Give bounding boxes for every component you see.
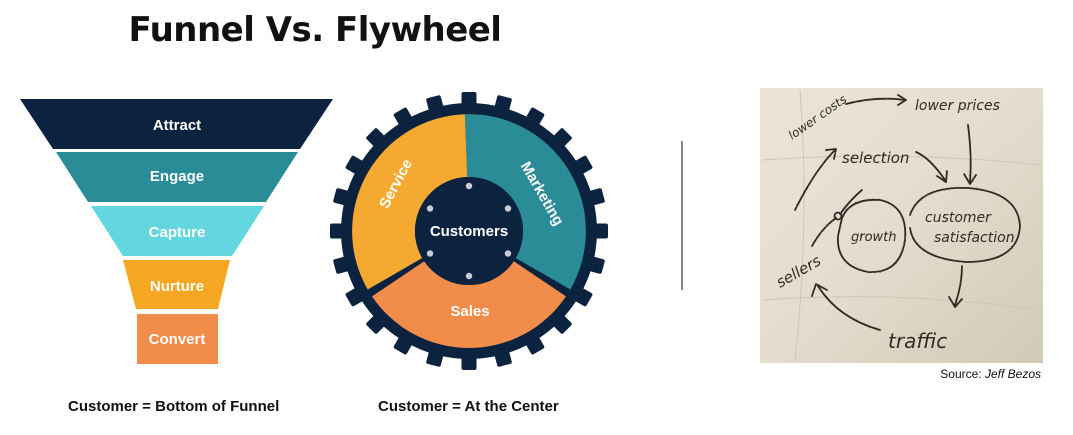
source-credit: Source: Jeff Bezos bbox=[940, 367, 1041, 381]
flywheel-segment-label-sales: Sales bbox=[450, 303, 489, 320]
napkin-word-growth: growth bbox=[851, 230, 897, 245]
hub-dot bbox=[465, 272, 473, 280]
funnel-stage-label: Convert bbox=[149, 331, 206, 348]
napkin-photo bbox=[760, 88, 1043, 363]
hub-dot bbox=[504, 205, 512, 212]
napkin-word-selection: selection bbox=[842, 149, 909, 167]
napkin-sketch: lower prices lower costs selection custo… bbox=[760, 88, 1043, 363]
flywheel-caption: Customer = At the Center bbox=[378, 398, 559, 415]
funnel-stage-convert: Convert bbox=[137, 314, 218, 364]
funnel-stage-label: Engage bbox=[150, 168, 204, 185]
napkin-ink bbox=[794, 94, 1021, 331]
napkin-word-satisfaction: satisfaction bbox=[934, 230, 1015, 246]
hub-dot bbox=[504, 250, 512, 257]
flywheel: Customers Service Marketing Sales bbox=[330, 92, 608, 370]
page-title: Funnel Vs. Flywheel bbox=[128, 10, 502, 50]
funnel-stage-attract: Attract bbox=[20, 99, 333, 149]
funnel-stage-engage: Engage bbox=[56, 152, 298, 202]
hub-dot bbox=[426, 205, 434, 212]
flywheel-center-label: Customers bbox=[430, 223, 508, 240]
funnel-stage-label: Capture bbox=[149, 224, 206, 241]
funnel-stage-capture: Capture bbox=[91, 206, 264, 256]
napkin-word-lower-prices: lower prices bbox=[915, 98, 1000, 114]
napkin-creases bbox=[761, 89, 1042, 362]
napkin-word-traffic: traffic bbox=[888, 329, 947, 353]
source-label: Source: bbox=[940, 367, 982, 381]
hub-dots bbox=[426, 182, 512, 280]
funnel-stage-label: Nurture bbox=[150, 278, 204, 295]
hub-dot bbox=[426, 250, 434, 257]
source-name: Jeff Bezos bbox=[984, 367, 1041, 381]
napkin-word-customer: customer bbox=[925, 210, 992, 226]
funnel-stage-label: Attract bbox=[153, 117, 201, 134]
flywheel-hub bbox=[415, 177, 523, 285]
hub-dot bbox=[465, 182, 473, 190]
flywheel-segment-service bbox=[352, 114, 468, 290]
flywheel-segment-sales bbox=[372, 261, 566, 348]
funnel: Attract Engage Capture Nurture Convert bbox=[20, 99, 333, 364]
flywheel-segment-marketing bbox=[464, 114, 586, 290]
funnel-caption: Customer = Bottom of Funnel bbox=[68, 398, 280, 415]
funnel-stage-nurture: Nurture bbox=[123, 260, 230, 309]
